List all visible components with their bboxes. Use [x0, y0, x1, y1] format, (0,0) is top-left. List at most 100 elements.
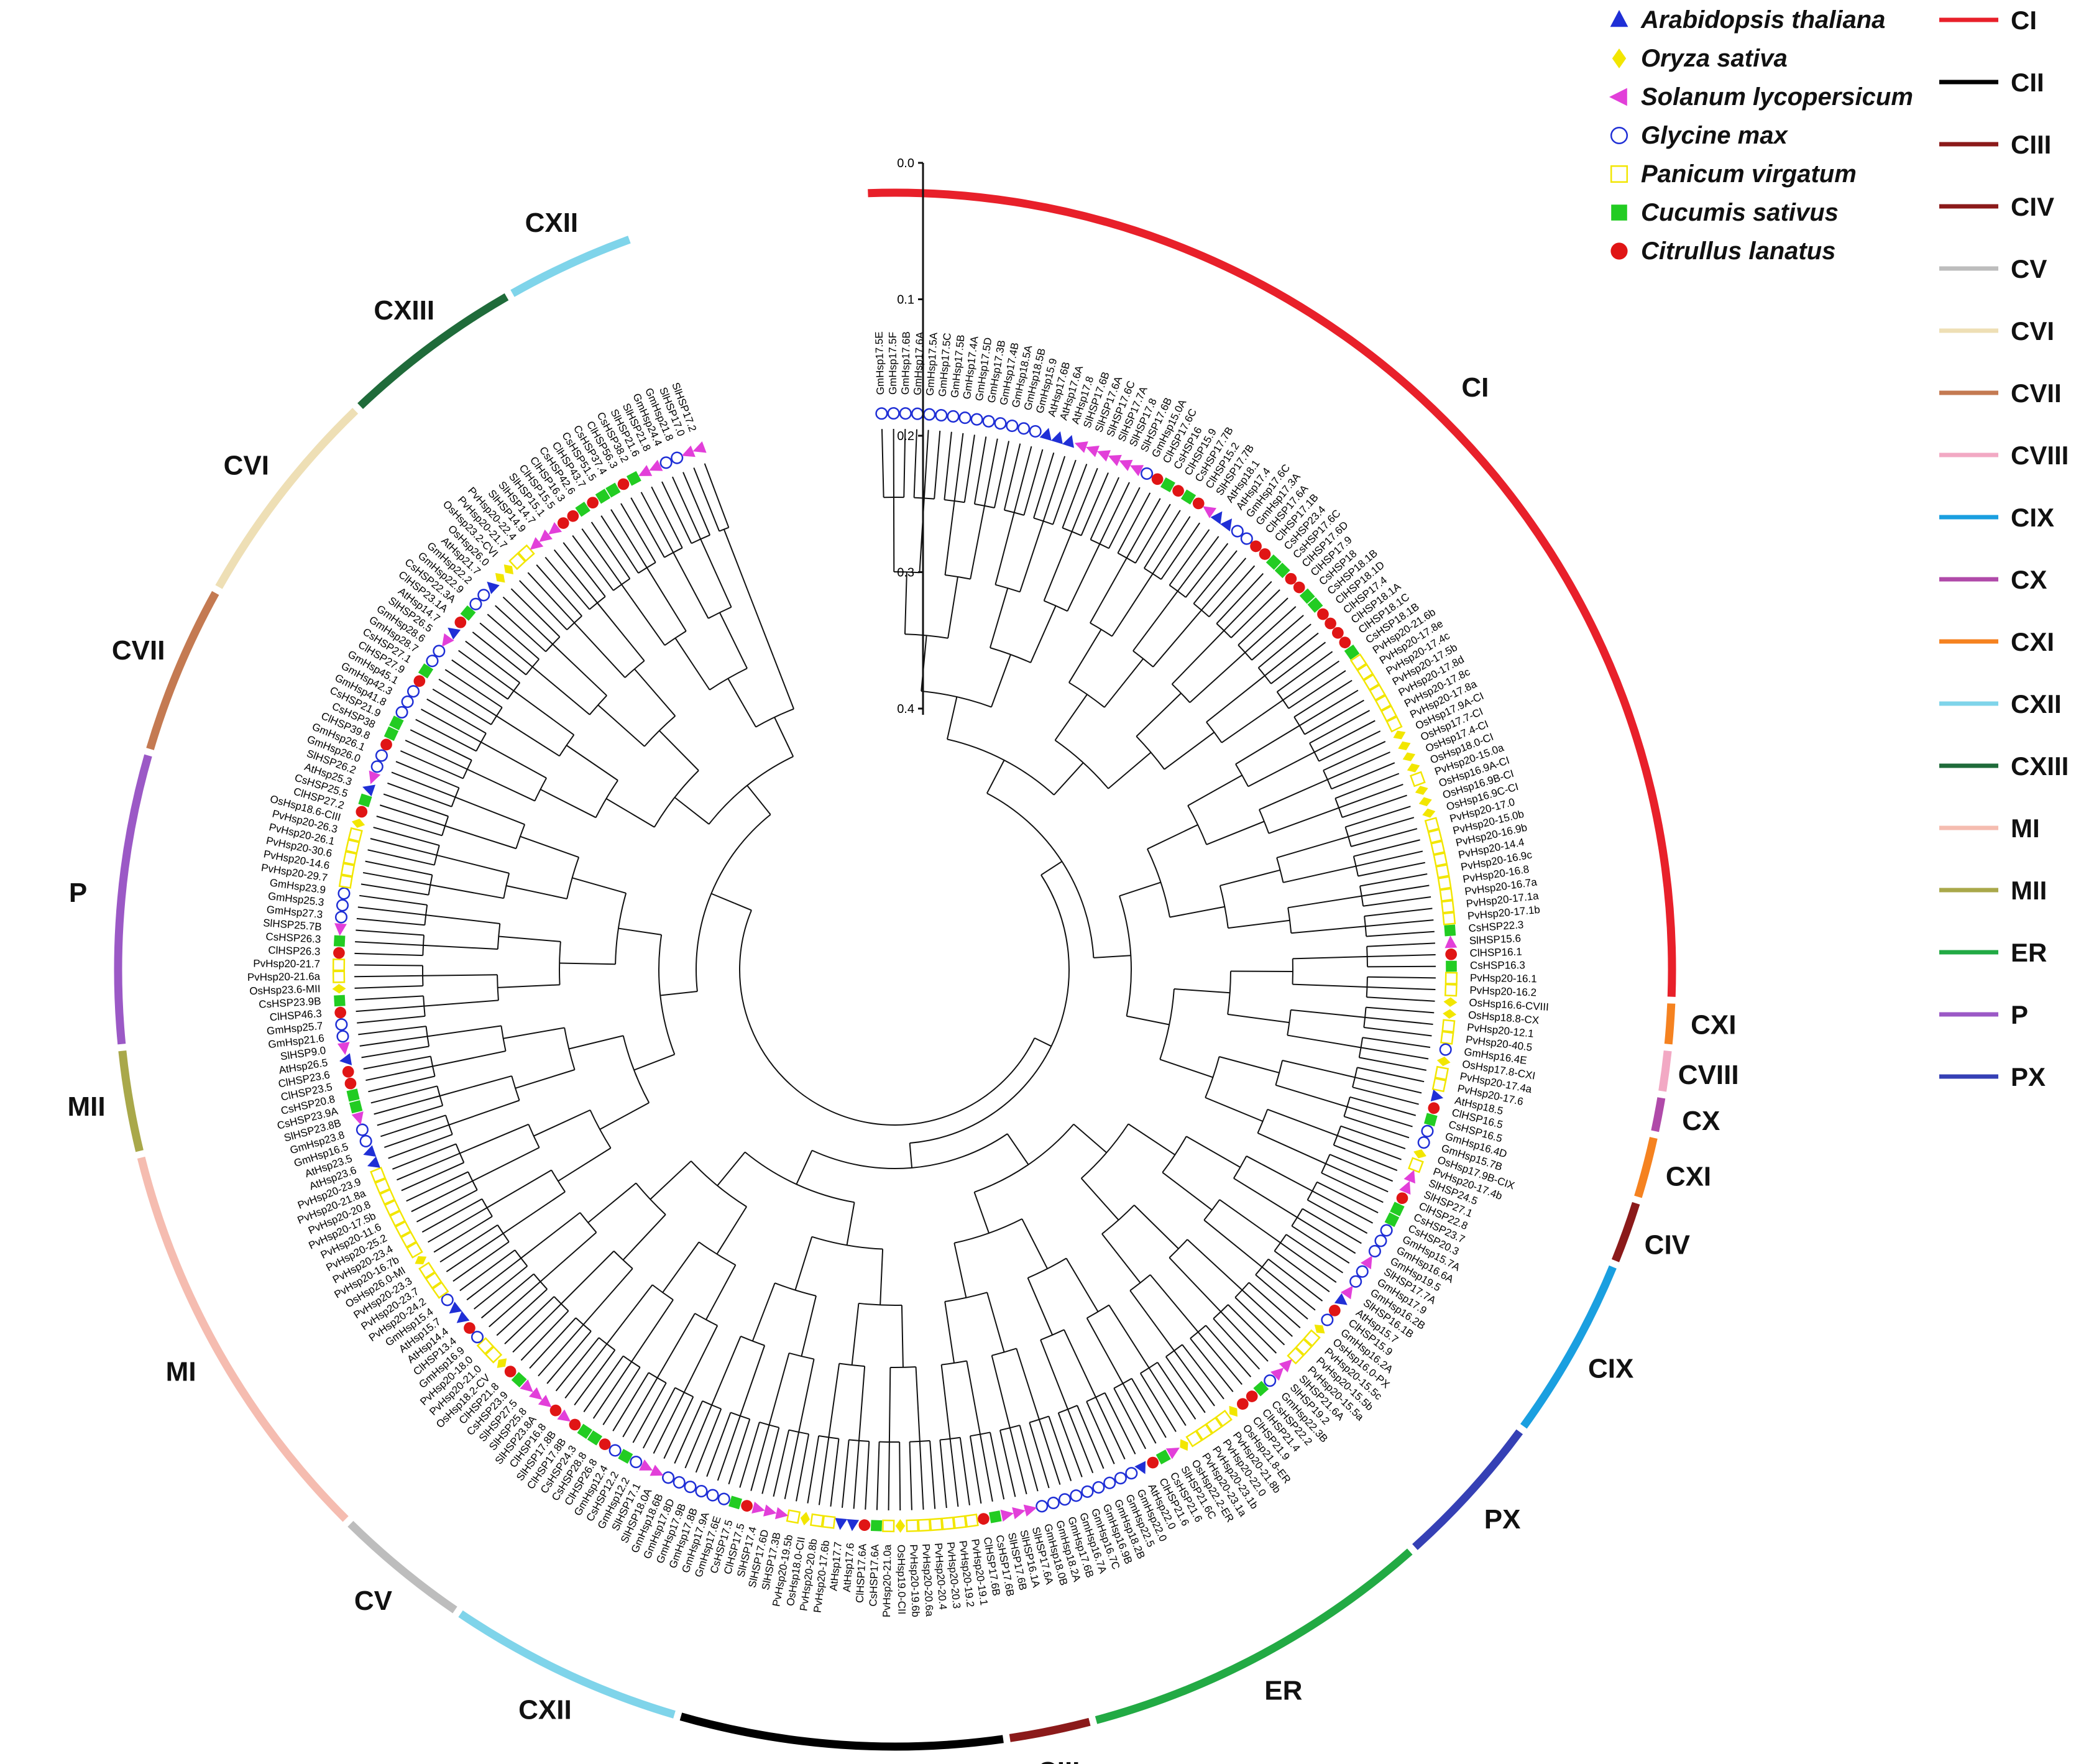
branch [622, 1377, 658, 1438]
species-marker [1321, 1313, 1334, 1326]
branch [1342, 794, 1407, 818]
branch [774, 717, 794, 757]
clade-arc-cxi [1664, 1003, 1676, 1045]
branch [370, 838, 437, 856]
species-marker [336, 1030, 349, 1043]
species-marker [334, 923, 347, 936]
branch-arc [970, 1431, 991, 1437]
branch-arc [598, 1337, 615, 1351]
branch [1359, 1057, 1426, 1071]
species-marker [1434, 1065, 1449, 1081]
branch [540, 789, 597, 819]
branch [427, 1025, 502, 1037]
branch [1108, 1305, 1150, 1369]
branch [1065, 1257, 1099, 1312]
legend-clade-name: P [2011, 1000, 2028, 1029]
branch-arc [664, 630, 687, 646]
branch [913, 429, 918, 498]
branch [430, 884, 504, 899]
branch-arc [909, 1440, 930, 1443]
species-marker [1332, 627, 1344, 639]
branch-arc [613, 578, 630, 591]
species-marker [899, 407, 912, 420]
branch [1365, 919, 1434, 927]
species-marker [982, 415, 995, 428]
species-marker [994, 417, 1007, 430]
branch [370, 1085, 438, 1104]
branch [1126, 498, 1161, 559]
branch [356, 917, 425, 926]
branch-arc [1140, 1362, 1158, 1374]
branch [1009, 1427, 1027, 1495]
species-marker [344, 1077, 357, 1090]
species-marker [1119, 459, 1133, 471]
branch [401, 1162, 464, 1192]
branch [1333, 1144, 1398, 1171]
branch [503, 1191, 566, 1234]
species-marker [1407, 763, 1420, 773]
branch [1067, 1408, 1094, 1474]
species-marker [1180, 1439, 1188, 1451]
species-marker [1250, 540, 1262, 553]
branch [944, 500, 955, 576]
branch [986, 760, 1005, 794]
species-marker [1413, 1149, 1426, 1159]
branch-arc [1276, 691, 1290, 709]
branch [1122, 1383, 1157, 1444]
branch [373, 827, 440, 846]
branch-arc [1117, 552, 1136, 564]
species-marker [1314, 1325, 1325, 1334]
branch [630, 497, 665, 558]
branch [1228, 919, 1290, 929]
branch [610, 509, 648, 568]
branch [546, 1331, 592, 1384]
branch [529, 1317, 577, 1369]
branch [946, 696, 958, 740]
branch [1314, 720, 1376, 753]
branch [1117, 492, 1151, 554]
species-marker [370, 760, 384, 773]
species-marker [810, 1513, 824, 1528]
species-marker [1231, 525, 1244, 538]
branch [597, 704, 645, 747]
species-marker [549, 1404, 562, 1417]
branch [1223, 581, 1272, 632]
species-marker [626, 471, 641, 486]
branch [1292, 956, 1367, 960]
branch [410, 729, 472, 761]
species-marker [1050, 431, 1063, 444]
clade-label: CXII [525, 208, 579, 238]
branch [1337, 1135, 1402, 1160]
species-marker [1023, 1504, 1037, 1517]
species-marker [1236, 1398, 1249, 1410]
species-marker [520, 1379, 533, 1392]
species-marker [394, 1220, 411, 1238]
species-marker [1444, 972, 1458, 985]
branch-arc [1190, 1325, 1206, 1339]
branch [1357, 1067, 1425, 1083]
species-marker [338, 874, 353, 889]
branch [1090, 477, 1119, 540]
branch [653, 1392, 685, 1454]
branch [1366, 1006, 1435, 1014]
branch [728, 1418, 751, 1485]
legend-clade-name: CXII [2011, 689, 2062, 719]
species-marker [1265, 554, 1282, 570]
branch [1293, 679, 1353, 718]
branch-arc [858, 1302, 902, 1306]
species-marker [1307, 597, 1323, 613]
branch [388, 1134, 453, 1159]
leaf-label: OsHsp19.0-CII [895, 1545, 907, 1615]
branch [465, 640, 520, 684]
species-marker [426, 655, 439, 668]
species-marker [469, 597, 482, 610]
species-marker [929, 1517, 943, 1532]
branch [1346, 1106, 1413, 1128]
species-marker [406, 1241, 423, 1259]
species-marker [906, 1519, 919, 1532]
branch [1280, 1242, 1337, 1283]
species-marker [1360, 1256, 1372, 1270]
branch [503, 1027, 565, 1039]
branch [1095, 1397, 1126, 1459]
branch [1261, 1266, 1316, 1311]
